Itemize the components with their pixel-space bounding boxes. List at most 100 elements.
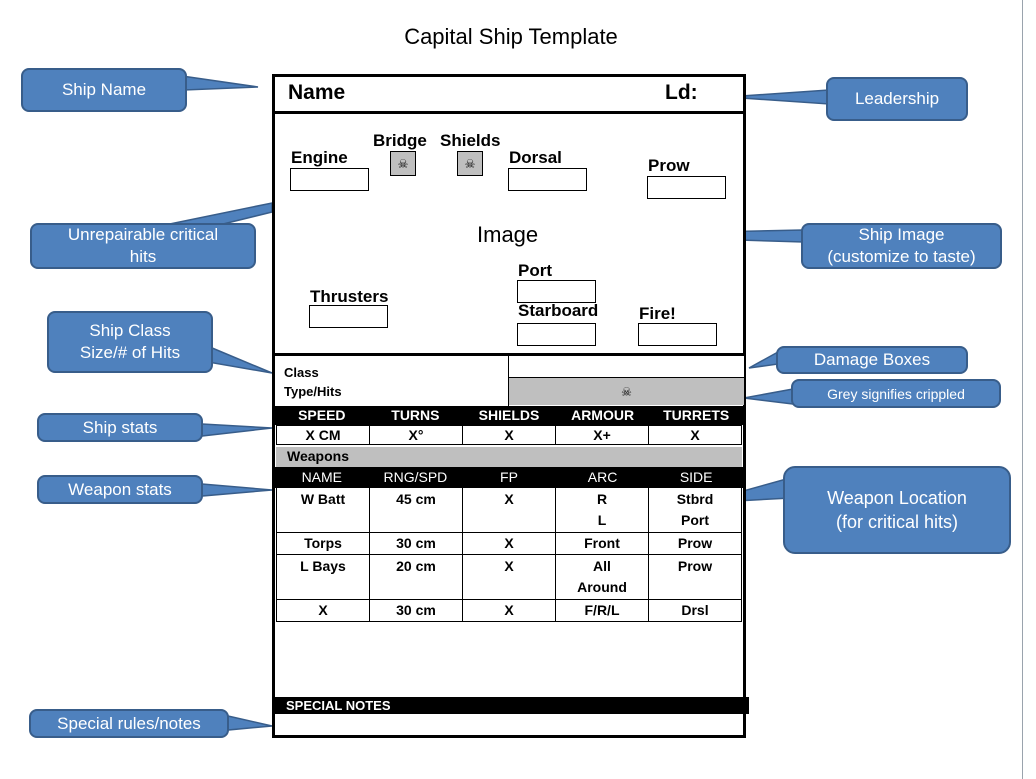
callout-text: (for critical hits)	[835, 512, 958, 532]
page-title: Capital Ship Template	[404, 24, 618, 49]
callout-ship-image: Ship Image (customize to taste)	[801, 223, 1002, 269]
weapon-name[interactable]: X	[276, 599, 370, 622]
stat-turrets[interactable]: X	[648, 425, 742, 445]
callout-leadership: Leadership	[826, 77, 968, 121]
callout-text: hits	[129, 247, 157, 266]
cell-text: X	[504, 491, 514, 507]
weapon-name[interactable]: L Bays	[276, 554, 370, 600]
callout-ship-stats: Ship stats	[37, 413, 203, 442]
thrusters-damage-box[interactable]	[309, 305, 388, 328]
weapon-range[interactable]: 30 cm	[369, 532, 463, 555]
cell-text: L Bays	[300, 558, 346, 574]
cell-text: Prow	[677, 535, 713, 551]
callout-weapon-location: Weapon Location (for critical hits)	[783, 466, 1011, 554]
cell-text: 20 cm	[396, 558, 436, 574]
image-placeholder: Image	[477, 222, 539, 247]
weapons-header: NAME RNG/SPD FP ARC SIDE	[275, 467, 743, 488]
divider	[275, 111, 743, 114]
cell-text: R	[596, 491, 608, 507]
stat-armour[interactable]: X+	[555, 425, 649, 445]
callout-text: Ship Class	[89, 321, 171, 340]
callout-ship-name: Ship Name	[21, 68, 187, 112]
thrusters-label: Thrusters	[310, 287, 389, 306]
leadership-label: Ld:	[665, 81, 698, 104]
special-notes-field[interactable]	[275, 714, 743, 735]
skull-icon: ☠	[397, 156, 409, 171]
stats-header-cell: TURNS	[391, 407, 440, 423]
bridge-crippled-box[interactable]: ☠	[390, 151, 416, 176]
cell-text: Stbrd	[676, 491, 714, 507]
prow-damage-box[interactable]	[647, 176, 726, 199]
callout-text: Grey signifies crippled	[827, 385, 965, 402]
cell-text: 45 cm	[396, 491, 436, 507]
weapons-header-cell: SIDE	[679, 469, 713, 485]
crippled-damage-box-row[interactable]: ☠	[509, 378, 744, 405]
weapon-fp[interactable]: X	[462, 532, 556, 555]
cell-text: X	[504, 558, 514, 574]
special-notes-label: SPECIAL NOTES	[286, 698, 391, 713]
skull-icon: ☠	[621, 384, 632, 399]
shields-crippled-box[interactable]: ☠	[457, 151, 483, 176]
weapon-range[interactable]: 20 cm	[369, 554, 463, 600]
callout-text: Weapon stats	[68, 479, 172, 499]
special-notes-header: SPECIAL NOTES	[275, 697, 749, 714]
class-label: Class	[284, 365, 319, 380]
engine-damage-box[interactable]	[290, 168, 369, 191]
callout-text: Weapon Location	[827, 488, 967, 508]
skull-icon: ☠	[464, 156, 476, 171]
dorsal-damage-box[interactable]	[508, 168, 587, 191]
starboard-damage-box[interactable]	[517, 323, 596, 346]
cell-text: X	[504, 602, 514, 618]
stats-table: X CM X° X X+ X	[276, 425, 742, 445]
cell-text: All	[593, 558, 611, 574]
callout-text: Unrepairable critical	[67, 225, 219, 244]
weapon-side[interactable]: Prow	[648, 554, 742, 600]
weapons-header-cell: FP	[500, 469, 518, 485]
stat-shields[interactable]: X	[462, 425, 556, 445]
weapon-name[interactable]: W Batt	[276, 488, 370, 533]
cell-text: L	[597, 512, 607, 528]
callout-text: Size/# of Hits	[79, 343, 181, 362]
weapon-range[interactable]: 30 cm	[369, 599, 463, 622]
weapon-name[interactable]: Torps	[276, 532, 370, 555]
cell-text: Front	[584, 535, 620, 551]
starboard-label: Starboard	[518, 301, 599, 320]
weapon-arc[interactable]: Front	[555, 532, 649, 555]
weapons-header-cell: RNG/SPD	[383, 469, 448, 485]
weapon-side[interactable]: Prow	[648, 532, 742, 555]
window-edge	[1022, 0, 1036, 779]
weapon-range[interactable]: 45 cm	[369, 488, 463, 533]
weapon-fp[interactable]: X	[462, 554, 556, 600]
table-row: Torps 30 cm X Front Prow	[276, 532, 742, 555]
weapons-header-cell: ARC	[587, 469, 618, 485]
cell-text: Around	[577, 579, 627, 595]
weapon-side[interactable]: Drsl	[648, 599, 742, 622]
port-label: Port	[518, 261, 552, 280]
weapon-arc[interactable]: F/R/L	[555, 599, 649, 622]
stats-header-cell: ARMOUR	[571, 407, 635, 423]
prow-label: Prow	[648, 156, 690, 175]
weapons-section-bar: Weapons	[276, 447, 742, 467]
cell-text: F/R/L	[584, 602, 620, 618]
stats-values-row: X CM X° X X+ X	[276, 425, 742, 445]
divider	[275, 353, 743, 356]
stat-turns[interactable]: X°	[369, 425, 463, 445]
weapon-fp[interactable]: X	[462, 599, 556, 622]
stats-header-cell: TURRETS	[663, 407, 730, 423]
weapon-fp[interactable]: X	[462, 488, 556, 533]
port-damage-box[interactable]	[517, 280, 596, 303]
damage-box-row[interactable]	[509, 356, 744, 378]
callout-text: Leadership	[854, 89, 940, 108]
fire-damage-box[interactable]	[638, 323, 717, 346]
stat-speed[interactable]: X CM	[276, 425, 370, 445]
stats-header-cell: SHIELDS	[478, 407, 540, 423]
callout-text: Special rules/notes	[57, 713, 201, 733]
callout-text: Ship Name	[61, 80, 147, 99]
bridge-label: Bridge	[373, 131, 427, 150]
cell-text: Port	[681, 512, 709, 528]
